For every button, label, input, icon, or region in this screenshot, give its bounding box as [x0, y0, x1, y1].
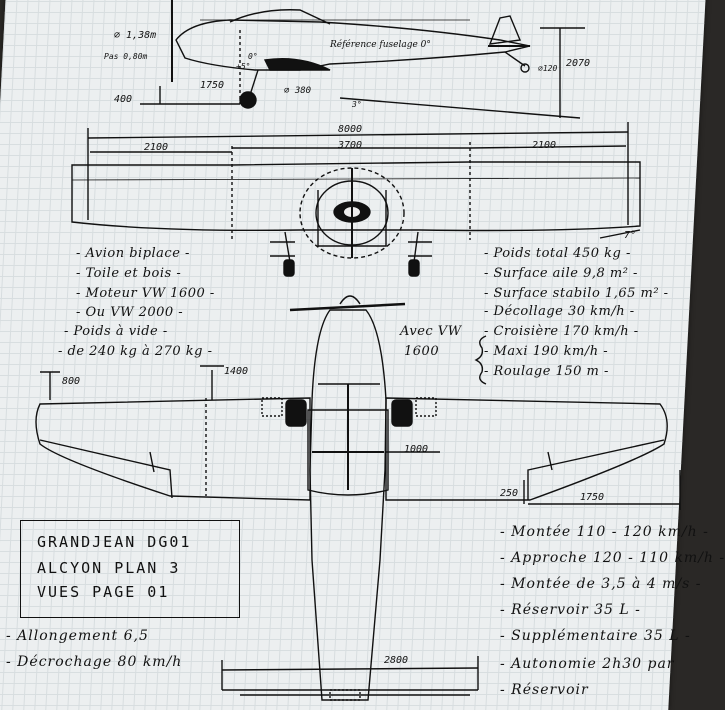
dim-right-panel: 2100 [532, 140, 557, 151]
dim-dihedral: 7° [624, 230, 637, 241]
label-avec-vw: Avec VW [400, 324, 462, 339]
dim-wingspan: 8000 [338, 124, 363, 135]
dim-angle-0: 0° [248, 52, 258, 61]
spec-line: - Supplémentaire 35 L - [500, 628, 691, 644]
spec-line: - Poids à vide - [64, 324, 168, 339]
spec-line: - Surface aile 9,8 m² - [484, 266, 638, 281]
dim-angle-3: 3° [352, 100, 362, 109]
dim-propeller-pitch: Pas 0,80m [104, 52, 148, 61]
title-line-1: GRANDJEAN DG01 [37, 533, 192, 551]
spec-line: - Roulage 150 m - [484, 364, 609, 379]
spec-line: - Décrochage 80 km/h [6, 654, 183, 670]
dim-tail-wheel: ⌀120 [538, 64, 558, 73]
dim-center-section: 3700 [338, 140, 363, 151]
dim-left-panel: 2100 [144, 142, 169, 153]
spec-line: - Toile et bois - [76, 266, 182, 281]
spec-line: - Autonomie 2h30 par [500, 656, 675, 672]
label-reference-fuselage: Référence fuselage 0° [330, 40, 431, 50]
title-line-3: VUES PAGE 01 [37, 583, 170, 601]
spec-line: - Montée de 3,5 à 4 m/s - [500, 576, 702, 592]
dim-1400: 1400 [224, 366, 249, 377]
label-avec-vw-value: 1600 [404, 344, 440, 359]
title-block: GRANDJEAN DG01 ALCYON PLAN 3 VUES PAGE 0… [20, 520, 240, 618]
dim-250: 250 [500, 488, 519, 499]
spec-line: - Poids total 450 kg - [484, 246, 631, 261]
dim-2800: 2800 [384, 655, 409, 666]
top-view [35, 295, 681, 701]
dim-800: 800 [62, 376, 81, 387]
spec-line: - Croisière 170 km/h - [484, 324, 639, 339]
dim-angle-5: +5° [236, 62, 251, 71]
dim-1750: 1750 [580, 492, 605, 503]
side-view [140, 0, 585, 119]
spec-line: - Avion biplace - [76, 246, 190, 261]
spec-line: - Maxi 190 km/h - [484, 344, 609, 359]
front-view [71, 122, 641, 277]
spec-line: - Décollage 30 km/h - [484, 304, 635, 319]
dim-height-400: 400 [114, 94, 133, 105]
dim-1000: 1000 [404, 444, 429, 455]
dim-wheel-diameter: ⌀ 380 [284, 86, 312, 96]
spec-line: - de 240 kg à 270 kg - [58, 344, 213, 359]
dim-height-2070: 2070 [566, 58, 591, 69]
spec-line: - Moteur VW 1600 - [76, 286, 215, 301]
spec-line: - Ou VW 2000 - [76, 305, 184, 320]
title-line-2: ALCYON PLAN 3 [37, 559, 181, 577]
spec-line: - Montée 110 - 120 km/h - [500, 524, 709, 540]
spec-line: - Réservoir [500, 682, 589, 698]
dim-height-1750: 1750 [200, 80, 225, 91]
dim-propeller-diameter: ⌀ 1,38m [114, 30, 157, 41]
spec-line: - Réservoir 35 L - [500, 602, 641, 618]
spec-line: - Surface stabilo 1,65 m² - [484, 286, 669, 301]
spec-line: - Allongement 6,5 [6, 628, 149, 644]
spec-line: - Approche 120 - 110 km/h - [500, 550, 725, 566]
aircraft-drawing [35, 0, 681, 701]
